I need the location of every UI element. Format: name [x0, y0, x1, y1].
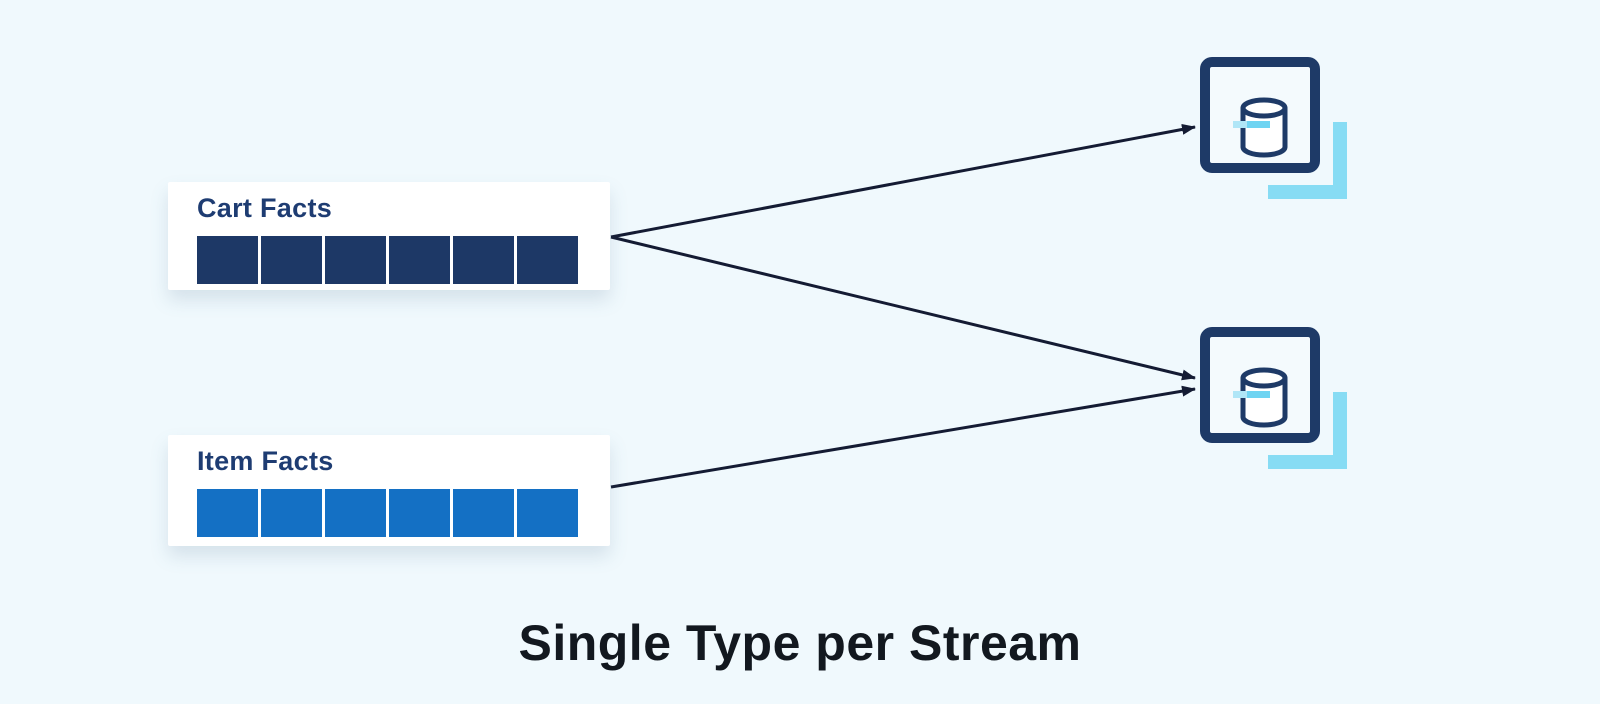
arrow-item-to-db2 [610, 385, 1196, 489]
stream-segment [325, 236, 386, 284]
arrow-cart-to-db1 [610, 124, 1196, 239]
database-node-1 [1200, 57, 1320, 173]
arrow-cart-to-db2 [610, 235, 1196, 381]
stream-card-item-facts: Item Facts [168, 435, 610, 546]
stream-card-cart-facts: Cart Facts [168, 182, 610, 290]
stream-label-cart-facts: Cart Facts [197, 193, 333, 223]
stream-segment [453, 489, 514, 537]
stream-segment [261, 489, 322, 537]
stream-segment [517, 489, 578, 537]
stream-segment [197, 489, 258, 537]
diagram-title: Single Type per Stream [518, 615, 1082, 671]
stream-segment [325, 489, 386, 537]
stream-segment [197, 236, 258, 284]
stream-segment [389, 489, 450, 537]
stream-segment [453, 236, 514, 284]
database-icon [1233, 97, 1288, 158]
stream-segment [389, 236, 450, 284]
stream-segment [261, 236, 322, 284]
corner-bracket-icon [1268, 122, 1347, 199]
database-icon [1233, 367, 1288, 428]
stream-segments-item-facts [197, 489, 610, 537]
stream-segment [517, 236, 578, 284]
stream-segments-cart-facts [197, 236, 610, 284]
corner-bracket-icon [1268, 392, 1347, 469]
stream-label-item-facts: Item Facts [197, 446, 334, 476]
database-node-2 [1200, 327, 1320, 443]
